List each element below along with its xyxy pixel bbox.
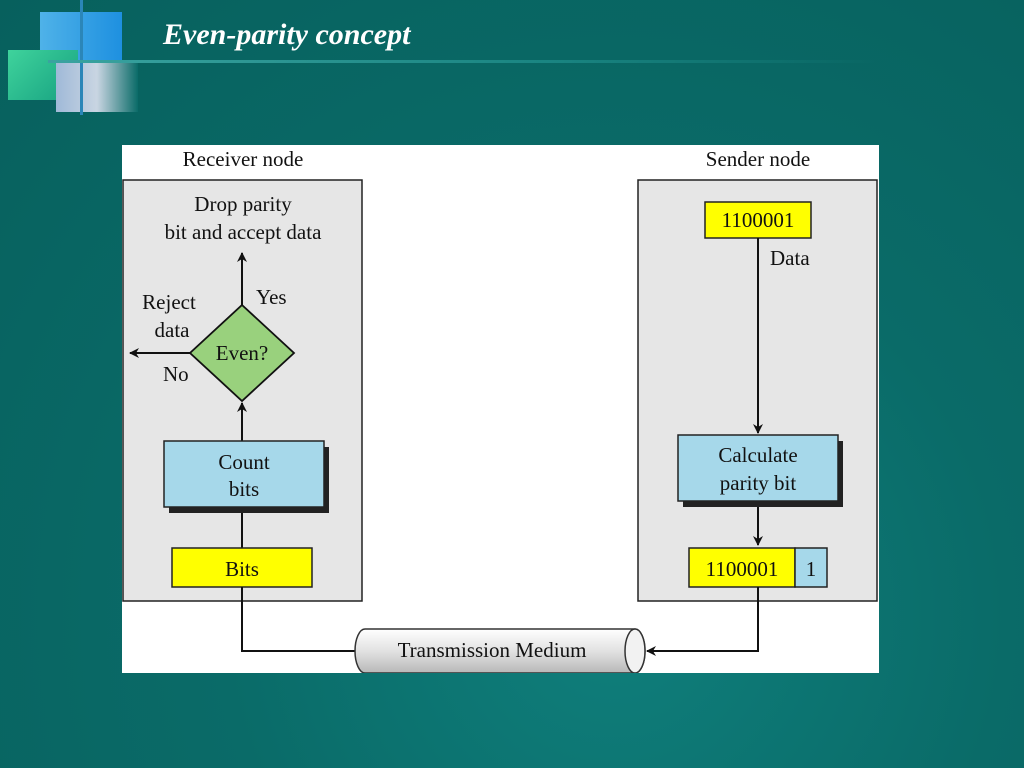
diagram-canvas: Receiver node Sender node Drop parity bi… [122,147,878,673]
calculate-line1: Calculate [718,443,797,467]
bits-box [171,547,313,588]
sender-node-label: Sender node [706,147,810,171]
bits-box-label: Bits [225,557,259,581]
count-bits-line2: bits [229,477,259,501]
yes-label: Yes [256,285,287,309]
title-underline [48,60,878,63]
data-label: Data [770,246,810,270]
slide-title: Even-parity concept [163,18,411,51]
sender-to-medium-line [646,587,759,656]
sender-data-value: 1100001 [722,208,795,232]
even-decision-label: Even? [216,341,268,365]
calculate-line2: parity bit [720,471,797,495]
even-decision-diamond [188,303,296,403]
transmission-medium-pipe [354,628,646,673]
parity-bit-box [794,547,828,588]
parity-diagram: Receiver node Sender node Drop parity bi… [122,145,879,673]
count-bits-box [163,440,325,508]
output-data-value: 1100001 [706,557,779,581]
receiver-node-label: Receiver node [183,147,304,171]
reject-text-line1: Reject [142,290,196,314]
count-bits-line1: Count [218,450,270,474]
sender-data-box [704,201,812,239]
corner-decoration [0,0,140,115]
parity-bit-value: 1 [806,557,817,581]
reject-text-line2: data [155,318,191,342]
calculate-parity-box [677,434,839,502]
medium-to-receiver-line [241,587,357,652]
output-data-box [688,547,796,588]
transmission-medium-label: Transmission Medium [398,638,587,662]
no-label: No [163,362,189,386]
drop-parity-text-line1: Drop parity [194,192,292,216]
drop-parity-text-line2: bit and accept data [165,220,323,244]
